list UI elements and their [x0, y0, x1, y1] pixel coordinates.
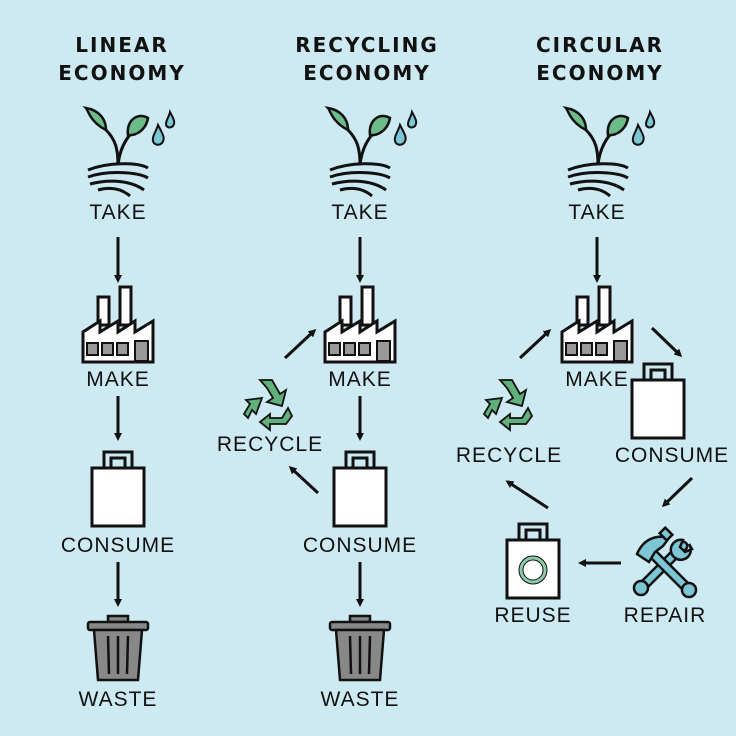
- shopping-bag-icon: [630, 362, 686, 440]
- arrow-up-left-icon: [505, 480, 549, 510]
- column-title-line1: RECYCLING: [295, 33, 439, 57]
- step-make-label: MAKE: [86, 368, 150, 391]
- column-recycling-economy: RECYCLING ECONOMY TAKE MAKE CONSUME WAST…: [217, 33, 439, 711]
- plant-icon: [326, 106, 418, 198]
- shopping-bag-icon: [332, 450, 388, 528]
- step-consume-label: CONSUME: [61, 534, 175, 557]
- arrow-up-left-icon: [288, 465, 320, 495]
- plant-icon: [564, 106, 656, 198]
- step-waste-label: WASTE: [321, 688, 400, 711]
- arrow-down-right-icon: [650, 326, 683, 358]
- step-waste-label: WASTE: [79, 688, 158, 711]
- step-repair-label: REPAIR: [624, 604, 707, 627]
- step-consume-label: CONSUME: [303, 534, 417, 557]
- recycle-icon: [483, 379, 533, 431]
- column-title-line2: ECONOMY: [536, 61, 663, 85]
- arrow-up-right-icon: [283, 328, 317, 360]
- arrow-up-right-icon: [518, 328, 552, 360]
- column-title-line1: CIRCULAR: [536, 33, 664, 57]
- step-reuse-label: REUSE: [494, 604, 571, 627]
- factory-icon: [560, 285, 634, 364]
- arrow-down-left-icon: [661, 476, 694, 508]
- step-recycle-label: RECYCLE: [456, 444, 562, 467]
- step-make-label: MAKE: [565, 368, 629, 391]
- column-circular-economy: CIRCULAR ECONOMY TAKE MAKE CONSUME REPAI…: [456, 33, 729, 627]
- factory-icon: [81, 285, 155, 364]
- reuse-bag-icon: [507, 524, 559, 598]
- factory-icon: [323, 285, 397, 364]
- step-recycle-label: RECYCLE: [217, 433, 323, 456]
- trash-bin-icon: [328, 614, 392, 682]
- step-take-label: TAKE: [568, 201, 625, 224]
- step-consume-label: CONSUME: [615, 444, 729, 467]
- column-title-line2: ECONOMY: [303, 61, 430, 85]
- step-take-label: TAKE: [331, 201, 388, 224]
- recycle-icon: [243, 379, 293, 431]
- step-make-label: MAKE: [328, 368, 392, 391]
- step-take-label: TAKE: [89, 201, 146, 224]
- trash-bin-icon: [86, 614, 150, 682]
- column-title-line1: LINEAR: [75, 33, 168, 57]
- shopping-bag-icon: [90, 450, 146, 528]
- plant-icon: [84, 106, 176, 198]
- column-linear-economy: LINEAR ECONOMY TAKE MAKE CONSUME WASTE: [58, 33, 185, 711]
- column-title-line2: ECONOMY: [58, 61, 185, 85]
- repair-tools-icon: [634, 528, 696, 597]
